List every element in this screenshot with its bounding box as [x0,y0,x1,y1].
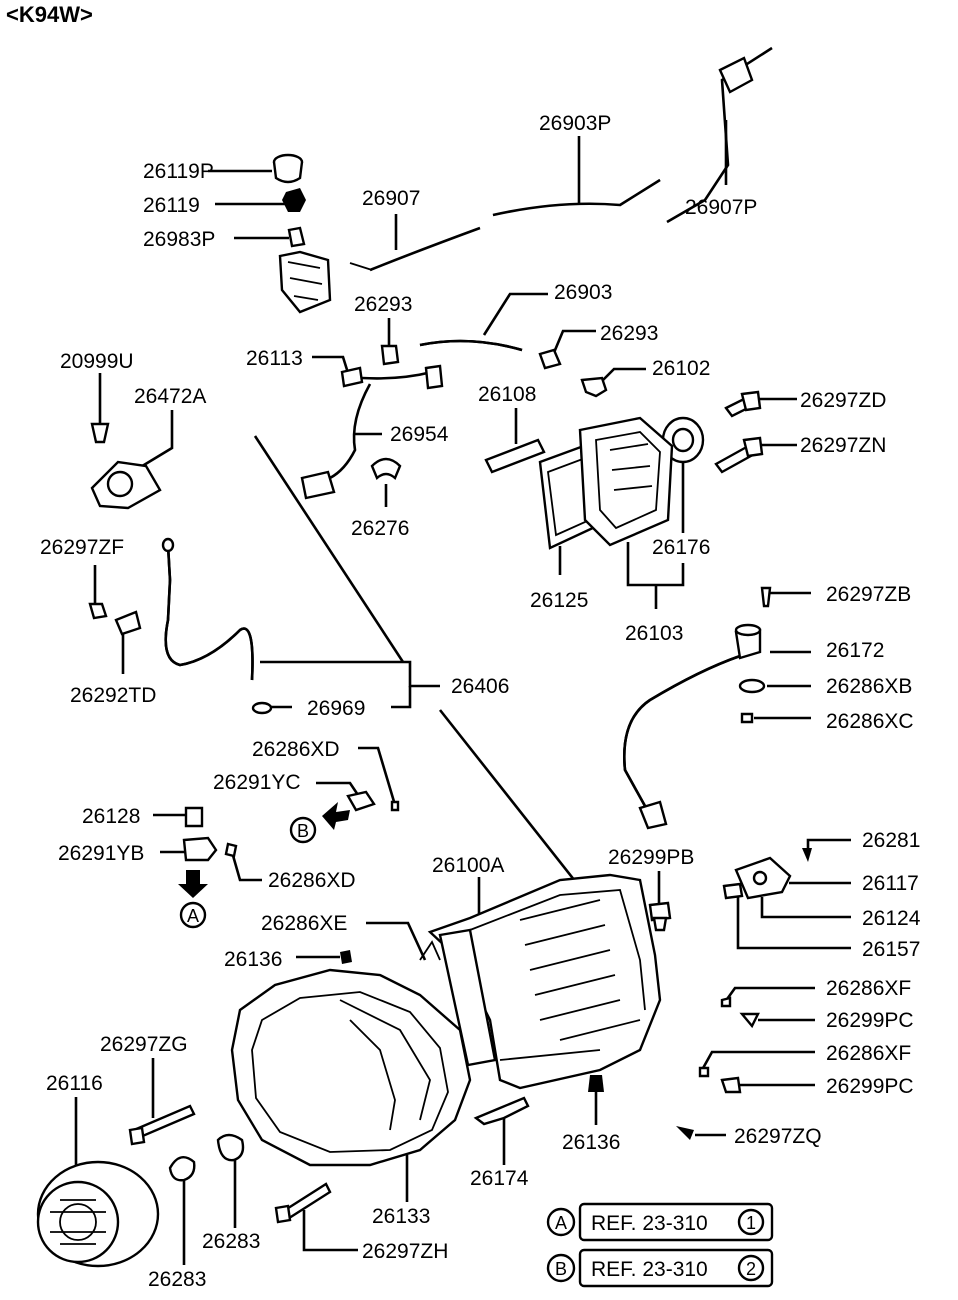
label-26299PB: 26299PB [608,846,694,869]
label-26103: 26103 [625,622,683,645]
label-26286XD-upper: 26286XD [252,738,340,761]
label-26124: 26124 [862,907,921,930]
label-26291YC: 26291YC [213,771,301,794]
label-26176: 26176 [652,536,710,559]
marker-b-letter: B [297,821,309,841]
part-labels: 26903P 26119P 26119 26907 26907P 26983P … [40,112,921,1291]
label-26907: 26907 [362,187,420,210]
reference-b-number: 2 [746,1259,756,1279]
label-26293-lower: 26293 [600,322,658,345]
reference-a-number: 1 [746,1213,756,1233]
label-26297ZG: 26297ZG [100,1033,188,1056]
label-26286XF-upper: 26286XF [826,977,911,1000]
label-26286XF-lower: 26286XF [826,1042,911,1065]
label-26119: 26119 [143,194,200,217]
label-26136-lower: 26136 [562,1131,620,1154]
label-26128: 26128 [82,805,140,828]
label-26297ZH: 26297ZH [362,1240,448,1263]
label-26903: 26903 [554,281,612,304]
label-26297ZD: 26297ZD [800,389,886,412]
label-26903P: 26903P [539,112,611,135]
reference-box-b: B REF. 23-310 2 [546,1248,774,1288]
label-26286XE: 26286XE [261,912,347,935]
leader-lines [74,120,851,1265]
label-26969: 26969 [307,697,365,720]
label-26283-right: 26283 [202,1230,260,1253]
label-26286XC: 26286XC [826,710,914,733]
label-26406: 26406 [451,675,509,698]
label-26283-left: 26283 [148,1268,206,1291]
label-26276: 26276 [351,517,409,540]
label-26108: 26108 [478,383,536,406]
reference-b-letter: B [555,1259,567,1279]
reference-a-letter: A [555,1213,567,1233]
label-26116: 26116 [46,1072,103,1095]
label-26297ZB: 26297ZB [826,583,911,606]
label-26136-upper: 26136 [224,948,282,971]
label-26297ZQ: 26297ZQ [734,1125,822,1148]
diagram-title: <K94W> [6,2,93,27]
reference-a-text: REF. 23-310 [591,1212,708,1235]
label-26297ZN: 26297ZN [800,434,886,457]
label-26907P: 26907P [685,196,757,219]
label-26100A: 26100A [432,854,504,877]
label-26954: 26954 [390,423,449,446]
part-drawings [36,46,812,1268]
label-26983P: 26983P [143,228,215,251]
label-26281: 26281 [862,829,920,852]
reference-box-a: A REF. 23-310 1 [546,1202,774,1242]
label-26299PC-upper: 26299PC [826,1009,914,1032]
label-26117: 26117 [862,872,919,895]
label-26291YB: 26291YB [58,842,144,865]
label-26125: 26125 [530,589,588,612]
marker-a-letter: A [187,906,199,926]
label-26286XD-lower: 26286XD [268,869,356,892]
label-26299PC-lower: 26299PC [826,1075,914,1098]
label-20999U: 20999U [60,350,134,373]
label-26133: 26133 [372,1205,430,1228]
label-26472A: 26472A [134,385,206,408]
label-26293-upper: 26293 [354,293,412,316]
label-26292TD: 26292TD [70,684,156,707]
label-26286XB: 26286XB [826,675,912,698]
label-26119P: 26119P [143,160,214,183]
label-26157: 26157 [862,938,920,961]
label-26174: 26174 [470,1167,529,1190]
label-26113: 26113 [246,347,303,370]
label-26172: 26172 [826,639,884,662]
label-26297ZF: 26297ZF [40,536,124,559]
reference-b-text: REF. 23-310 [591,1258,708,1281]
label-26102: 26102 [652,357,710,380]
